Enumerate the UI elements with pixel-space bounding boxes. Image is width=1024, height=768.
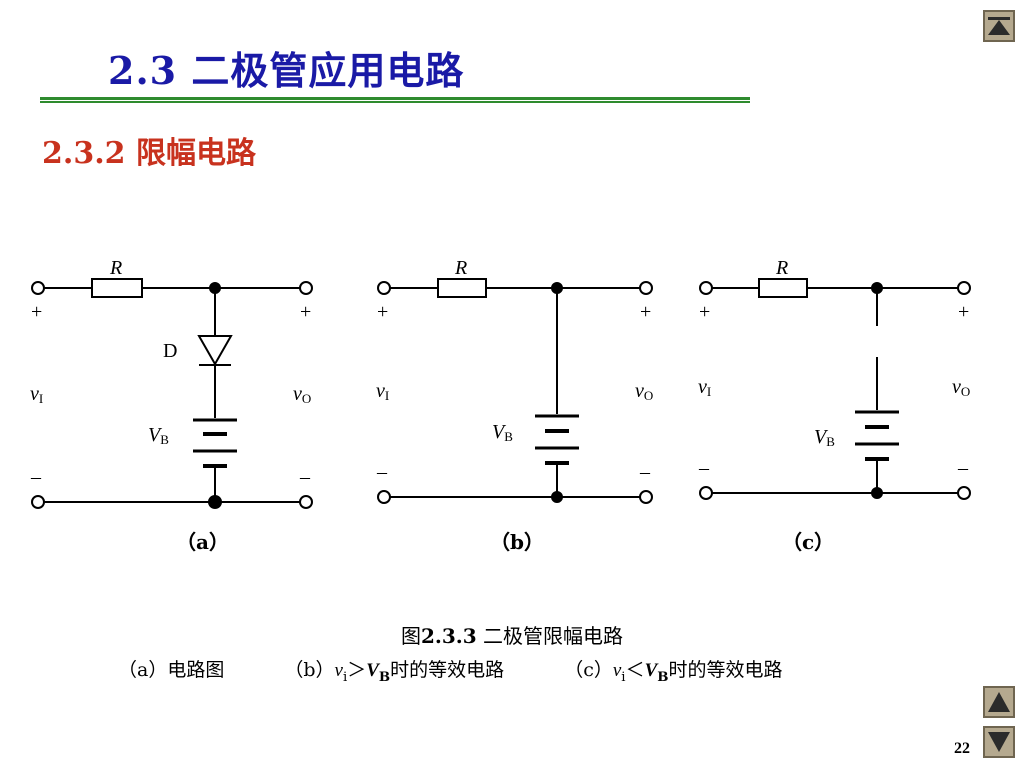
caption-c: （c） bbox=[782, 530, 834, 554]
output-voltage-b: vO bbox=[635, 380, 653, 403]
circuit-c: R + + – – vI vO VB bbox=[698, 257, 971, 500]
output-minus-a: – bbox=[299, 466, 311, 488]
input-terminal-bottom-a bbox=[31, 495, 45, 509]
resistor-a bbox=[91, 278, 143, 298]
output-minus-c: – bbox=[957, 457, 969, 479]
input-minus-b: – bbox=[376, 461, 388, 483]
figure-caption-number: 2.3.3 bbox=[420, 624, 477, 648]
battery-icon bbox=[855, 410, 899, 461]
output-plus-a: + bbox=[300, 301, 311, 323]
output-terminal-top-b bbox=[639, 281, 653, 295]
output-terminal-bottom-a bbox=[299, 495, 313, 509]
output-voltage-c: vO bbox=[952, 376, 970, 399]
input-terminal-bottom-b bbox=[377, 490, 391, 504]
title-rule-top bbox=[40, 97, 750, 100]
diode-label-a: D bbox=[163, 340, 177, 362]
resistor-label-a: R bbox=[109, 257, 122, 279]
input-minus-a: – bbox=[30, 466, 42, 488]
figure-caption: 图2.3.3 二极管限幅电路 bbox=[0, 620, 1024, 649]
output-terminal-top-a bbox=[299, 281, 313, 295]
next-slide-button[interactable] bbox=[983, 726, 1015, 758]
battery-label-b: VB bbox=[492, 421, 513, 444]
input-plus-b: + bbox=[377, 301, 388, 323]
battery-icon bbox=[535, 414, 579, 465]
sublabel-b: （b）vi＞VB时的等效电路 bbox=[284, 659, 505, 685]
figure-caption-text: 二极管限幅电路 bbox=[476, 624, 624, 648]
resistor-c bbox=[758, 278, 808, 298]
caption-a: （a） bbox=[176, 530, 229, 554]
input-terminal-bottom-c bbox=[699, 486, 713, 500]
up-triangle-icon bbox=[988, 17, 1010, 35]
sublabel-c: （c）vi＜VB时的等效电路 bbox=[564, 659, 783, 685]
input-plus-c: + bbox=[699, 301, 710, 323]
figure-caption-prefix: 图 bbox=[400, 624, 421, 648]
circuit-diagrams: R D + + – – vI vO VB R bbox=[30, 257, 971, 554]
input-terminal-top-a bbox=[31, 281, 45, 295]
sublabel-a: （a）电路图 bbox=[118, 659, 225, 681]
junction-bottom-a bbox=[208, 495, 222, 509]
section-subtitle: 2.3.2 限幅电路 bbox=[42, 136, 256, 171]
circuit-b: R + + – – vI vO VB bbox=[376, 257, 653, 504]
caption-b: （b） bbox=[490, 530, 544, 554]
battery-icon bbox=[193, 418, 237, 468]
input-minus-c: – bbox=[698, 457, 710, 479]
input-plus-a: + bbox=[31, 301, 42, 323]
resistor-label-c: R bbox=[775, 257, 788, 279]
output-terminal-top-c bbox=[957, 281, 971, 295]
input-terminal-top-c bbox=[699, 281, 713, 295]
junction-bottom-c bbox=[871, 487, 883, 499]
battery-label-a: VB bbox=[148, 424, 169, 447]
input-terminal-top-b bbox=[377, 281, 391, 295]
resistor-label-b: R bbox=[454, 257, 467, 279]
down-triangle-icon bbox=[988, 732, 1010, 752]
title-rule-bottom bbox=[40, 101, 750, 103]
output-minus-b: – bbox=[639, 461, 651, 483]
output-plus-b: + bbox=[640, 301, 651, 323]
junction-bottom-b bbox=[551, 491, 563, 503]
home-button[interactable] bbox=[983, 10, 1015, 42]
output-plus-c: + bbox=[958, 301, 969, 323]
slide-title: 2.3 二极管应用电路 bbox=[108, 48, 465, 93]
resistor-b bbox=[437, 278, 487, 298]
figure-sublabels: （a）电路图 （b）vi＞VB时的等效电路 （c）vi＜VB时的等效电路 bbox=[118, 655, 938, 685]
input-voltage-c: vI bbox=[698, 376, 711, 399]
battery-label-c: VB bbox=[814, 426, 835, 449]
output-voltage-a: vO bbox=[293, 383, 311, 406]
output-terminal-bottom-b bbox=[639, 490, 653, 504]
up-triangle-icon bbox=[988, 692, 1010, 712]
input-voltage-b: vI bbox=[376, 380, 389, 403]
prev-slide-button[interactable] bbox=[983, 686, 1015, 718]
output-terminal-bottom-c bbox=[957, 486, 971, 500]
page-number: 22 bbox=[954, 740, 970, 757]
diode-icon bbox=[197, 335, 233, 367]
input-voltage-a: vI bbox=[30, 383, 43, 406]
circuit-a: R D + + – – vI vO VB bbox=[30, 257, 313, 509]
